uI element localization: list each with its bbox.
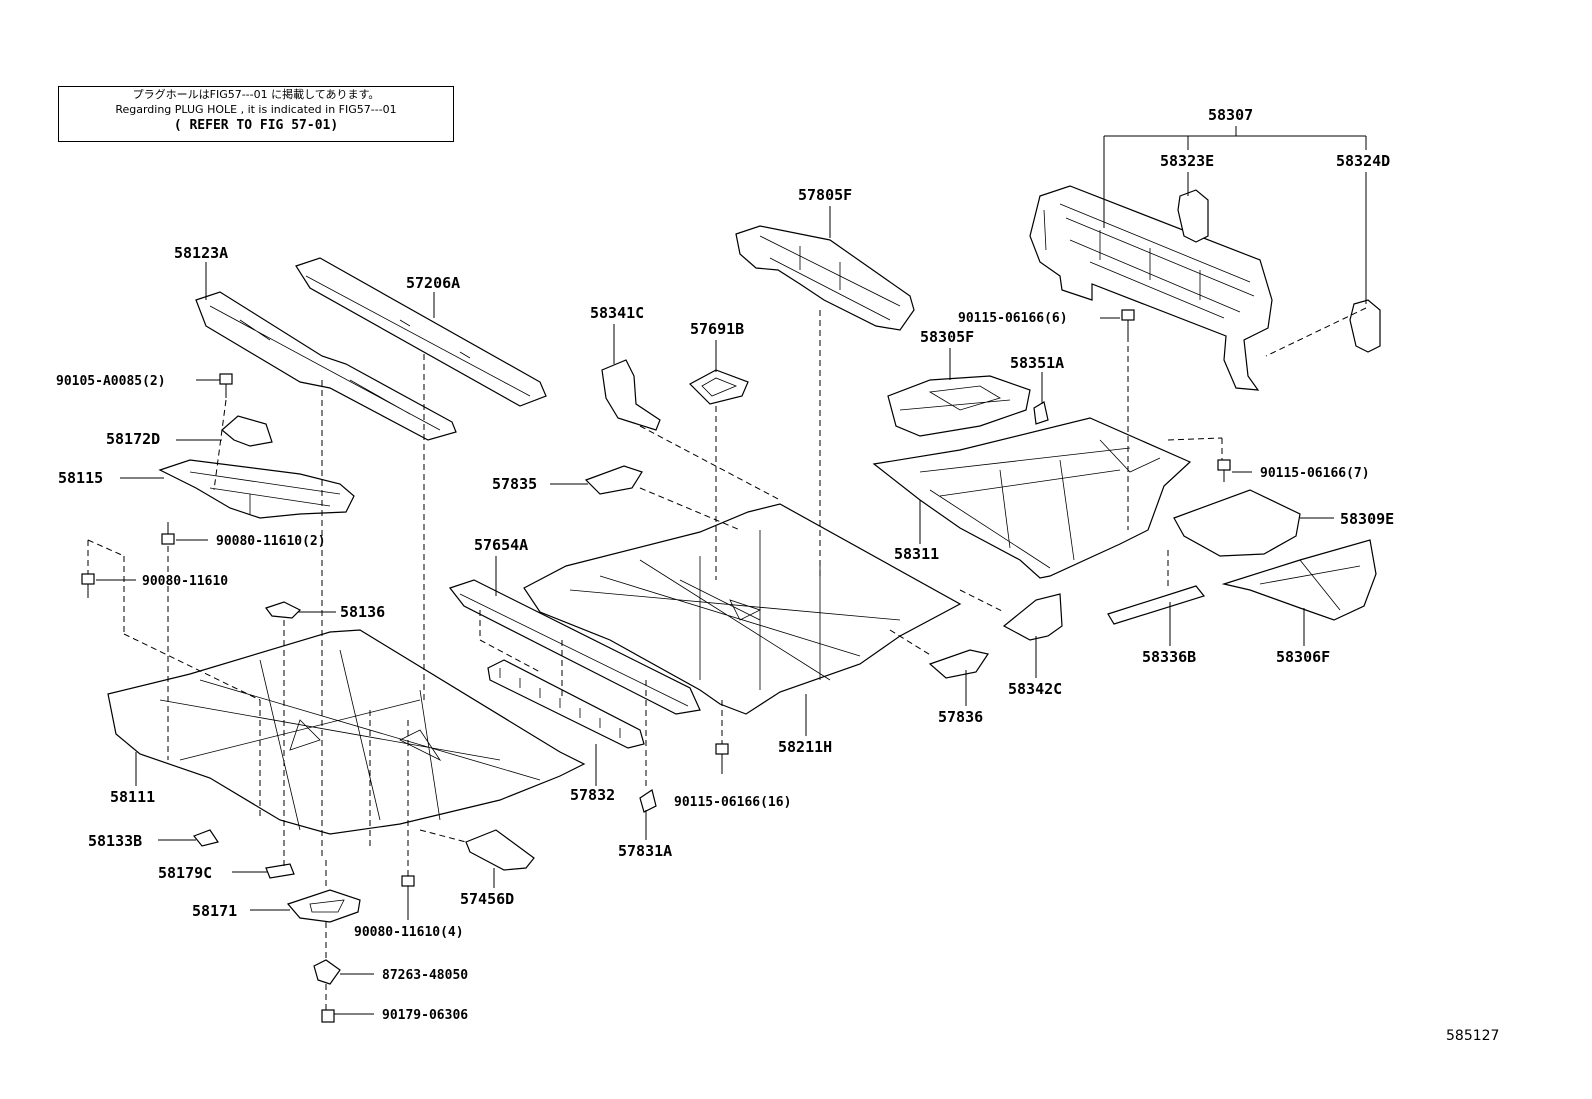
part-58136-bracket[interactable] (265, 601, 302, 619)
part-58351A-bracket[interactable] (1033, 401, 1049, 425)
label-58311: 58311 (894, 545, 939, 563)
label-57832: 57832 (570, 786, 615, 804)
label-58136: 58136 (340, 603, 385, 621)
part-labels: 58307 58323E 58324D 57805F 58123A 57206A… (56, 106, 1499, 1044)
label-90115-06166-7: 90115-06166(7) (1260, 466, 1370, 481)
label-58351A: 58351A (1010, 354, 1064, 372)
label-57691B: 57691B (690, 320, 744, 338)
part-58342C-bracket[interactable] (1002, 593, 1063, 641)
note-line-english: Regarding PLUG HOLE , it is indicated in… (115, 103, 397, 116)
label-58336B: 58336B (1142, 648, 1196, 666)
nut-90179-06306[interactable] (321, 1009, 335, 1023)
part-58336B-bracket[interactable] (1107, 585, 1206, 625)
part-57835-bracket[interactable] (584, 465, 643, 495)
label-58324D: 58324D (1336, 152, 1390, 170)
label-57835: 57835 (492, 475, 537, 493)
label-90080-11610-4: 90080-11610(4) (354, 925, 464, 940)
bolt-90115-06166-7[interactable] (1217, 459, 1231, 482)
label-57836: 57836 (938, 708, 983, 726)
part-58307-rear-panel[interactable] (1029, 185, 1273, 391)
part-58179C-bracket[interactable] (265, 863, 295, 879)
bolt-90080-11610-4[interactable] (401, 875, 415, 900)
part-58311-rear-floor[interactable] (872, 417, 1192, 579)
part-57456D-cover[interactable] (465, 829, 535, 871)
part-57691B-plug[interactable] (689, 369, 749, 405)
label-58307: 58307 (1208, 106, 1253, 124)
label-58306F: 58306F (1276, 648, 1330, 666)
part-58323E-plug[interactable] (1177, 189, 1209, 243)
label-58211H: 58211H (778, 738, 832, 756)
part-58211H-center-floor[interactable] (523, 503, 962, 715)
note-line-japanese: プラグホールはFIG57---01 に掲載してあります。 (132, 88, 380, 101)
label-57805F: 57805F (798, 186, 852, 204)
part-58171-cover[interactable] (286, 889, 361, 923)
bolt-90115-06166-16[interactable] (715, 743, 729, 774)
label-90080-11610: 90080-11610 (142, 574, 228, 589)
part-57836-bracket[interactable] (928, 649, 989, 679)
label-58171: 58171 (192, 902, 237, 920)
label-58111: 58111 (110, 788, 155, 806)
part-58341C-bracket[interactable] (601, 359, 661, 431)
part-58305F-panel[interactable] (887, 375, 1031, 437)
label-58115: 58115 (58, 469, 103, 487)
part-58123A-rail[interactable] (195, 291, 457, 441)
part-58324D-plug[interactable] (1349, 299, 1381, 353)
part-57831A-bracket[interactable] (639, 789, 657, 813)
part-58172D-bracket[interactable] (221, 415, 273, 447)
label-58341C: 58341C (590, 304, 644, 322)
label-87263-48050: 87263-48050 (382, 968, 468, 983)
label-58133B: 58133B (88, 832, 142, 850)
bolt-90080-11610-2[interactable] (161, 522, 175, 545)
leader-lines (96, 126, 1367, 1015)
part-57206A-rail[interactable] (295, 257, 547, 407)
part-58309E-pan[interactable] (1173, 489, 1301, 557)
label-57456D: 57456D (460, 890, 514, 908)
label-58123A: 58123A (174, 244, 228, 262)
label-58179C: 58179C (158, 864, 212, 882)
label-58342C: 58342C (1008, 680, 1062, 698)
assembly-lines (87, 307, 1367, 1010)
part-58115-reinforcement[interactable] (158, 459, 355, 519)
figure-id: 585127 (1446, 1028, 1499, 1044)
label-58305F: 58305F (920, 328, 974, 346)
bolt-90115-06166-6[interactable] (1121, 309, 1135, 336)
part-58306F-pan[interactable] (1221, 539, 1377, 621)
label-90115-06166-16: 90115-06166(16) (674, 795, 791, 810)
part-58133B-bracket[interactable] (193, 829, 219, 847)
part-57832-reinforcement[interactable] (487, 659, 645, 749)
label-57654A: 57654A (474, 536, 528, 554)
part-57654A-sill[interactable] (449, 579, 701, 715)
label-90105-A0085: 90105-A0085(2) (56, 374, 166, 389)
label-90179-06306: 90179-06306 (382, 1008, 468, 1023)
label-58309E: 58309E (1340, 510, 1394, 528)
label-58323E: 58323E (1160, 152, 1214, 170)
bolt-90105-A0085[interactable] (219, 373, 233, 398)
label-90115-06166-6: 90115-06166(6) (958, 311, 1068, 326)
label-90080-11610-2: 90080-11610(2) (216, 534, 326, 549)
part-57805F-crossmember[interactable] (735, 225, 915, 331)
note-line-refer: ( REFER TO FIG 57-01) (173, 118, 339, 133)
label-57831A: 57831A (618, 842, 672, 860)
label-58172D: 58172D (106, 430, 160, 448)
plug-hole-note: プラグホールはFIG57---01 に掲載してあります。 Regarding P… (58, 86, 454, 142)
label-57206A: 57206A (406, 274, 460, 292)
bolt-90080-11610[interactable] (81, 573, 95, 598)
clip-87263-48050[interactable] (313, 959, 341, 985)
